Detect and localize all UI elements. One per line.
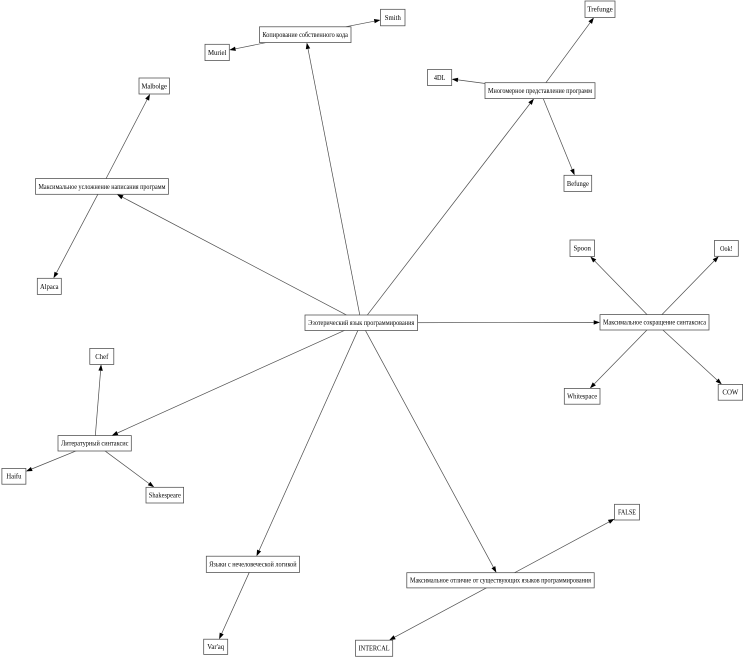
svg-text:Befunge: Befunge bbox=[567, 180, 589, 188]
svg-text:Haifu: Haifu bbox=[6, 473, 21, 481]
svg-text:FALSE: FALSE bbox=[618, 509, 636, 517]
svg-text:Максимальное отличие от сущест: Максимальное отличие от существующих язы… bbox=[410, 577, 592, 585]
svg-text:Smith: Smith bbox=[385, 14, 401, 22]
svg-text:Chef: Chef bbox=[95, 353, 109, 361]
svg-text:Whitespace: Whitespace bbox=[567, 393, 597, 401]
svg-text:Многомерное представление прог: Многомерное представление программ bbox=[488, 87, 593, 95]
svg-text:Эзотерический язык программиро: Эзотерический язык программирования bbox=[308, 319, 415, 327]
svg-text:Muriel: Muriel bbox=[208, 49, 227, 57]
svg-text:Максимальное усложнение написа: Максимальное усложнение написания програ… bbox=[39, 183, 166, 191]
svg-text:INTERCAL: INTERCAL bbox=[359, 645, 390, 653]
svg-text:COW: COW bbox=[722, 389, 738, 397]
svg-text:Языки с нечеловеческой логикой: Языки с нечеловеческой логикой bbox=[209, 561, 297, 569]
svg-text:Литературный синтаксис: Литературный синтаксис bbox=[61, 440, 129, 448]
svg-text:Копирование собственного кода: Копирование собственного кода bbox=[262, 31, 348, 39]
svg-text:Malbolge: Malbolge bbox=[141, 82, 167, 90]
svg-text:Alpaca: Alpaca bbox=[40, 283, 59, 291]
svg-text:Spoon: Spoon bbox=[573, 245, 591, 253]
svg-text:Максимальное сокращение синтак: Максимальное сокращение синтаксиса bbox=[603, 319, 707, 327]
svg-text:Var'aq: Var'aq bbox=[207, 643, 224, 651]
svg-text:Ook!: Ook! bbox=[720, 245, 733, 253]
svg-text:Trefunge: Trefunge bbox=[587, 6, 613, 14]
svg-text:Shakespeare: Shakespeare bbox=[149, 492, 181, 500]
svg-text:4DL: 4DL bbox=[434, 74, 446, 82]
